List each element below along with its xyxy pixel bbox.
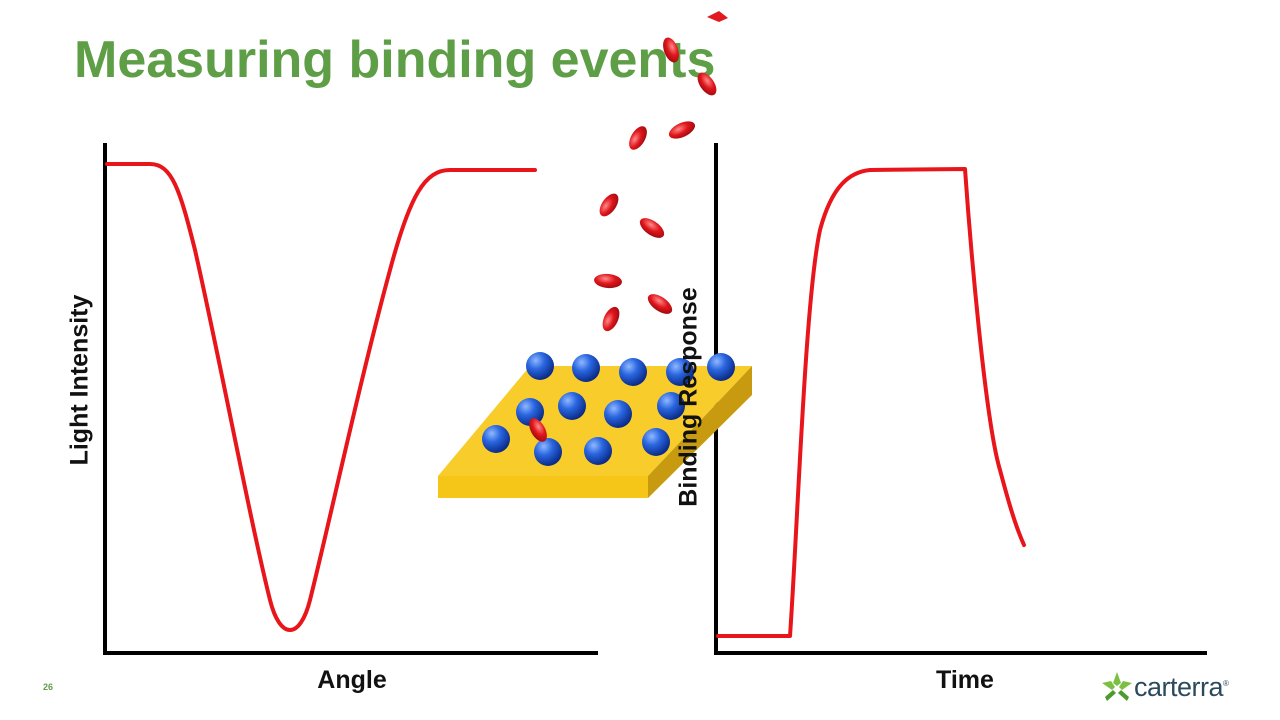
ligand-sphere (657, 392, 685, 420)
ligand-sphere (604, 400, 632, 428)
chip-front-face (438, 476, 648, 498)
right-y-axis-label: Binding Response (674, 287, 703, 507)
chip-right-face (648, 366, 752, 498)
analyte-molecule (602, 306, 620, 332)
analyte-molecule (629, 126, 647, 150)
ligand-sphere (558, 392, 586, 420)
slide-title: Measuring binding events (74, 31, 716, 89)
analyte-molecule (697, 72, 717, 96)
right-plot-axes (714, 143, 1207, 655)
sensorgram-curve (716, 167, 1026, 638)
analyte-molecule (639, 218, 665, 238)
ligand-sphere (707, 353, 735, 381)
left-plot-axes (103, 143, 598, 655)
spr-dip-curve (105, 162, 537, 632)
analyte-molecule (663, 37, 679, 63)
ligand-sphere (572, 354, 600, 382)
bound-analyte-molecule (529, 418, 547, 442)
analyte-molecules (594, 11, 728, 332)
ligand-sphere (526, 352, 554, 380)
ligand-sphere (619, 358, 647, 386)
analyte-molecule (599, 193, 619, 217)
analyte-molecule (647, 294, 673, 314)
slide-number: 26 (43, 682, 54, 692)
right-x-axis-label: Time (936, 666, 994, 694)
analyte-molecule (594, 273, 622, 289)
ligand-sphere (642, 428, 670, 456)
ligand-sphere (482, 425, 510, 453)
ligand-sphere (666, 358, 694, 386)
analyte-molecule (668, 121, 696, 139)
analyte-molecule (707, 11, 728, 22)
ligand-spheres (482, 352, 735, 466)
left-y-axis-label: Light Intensity (65, 294, 94, 466)
ligand-sphere (534, 438, 562, 466)
carterra-logo-icon (1102, 672, 1132, 701)
ligand-sphere (516, 398, 544, 426)
carterra-logo-text: carterra® (1134, 672, 1229, 702)
left-x-axis-label: Angle (317, 666, 387, 694)
ligand-sphere (584, 437, 612, 465)
